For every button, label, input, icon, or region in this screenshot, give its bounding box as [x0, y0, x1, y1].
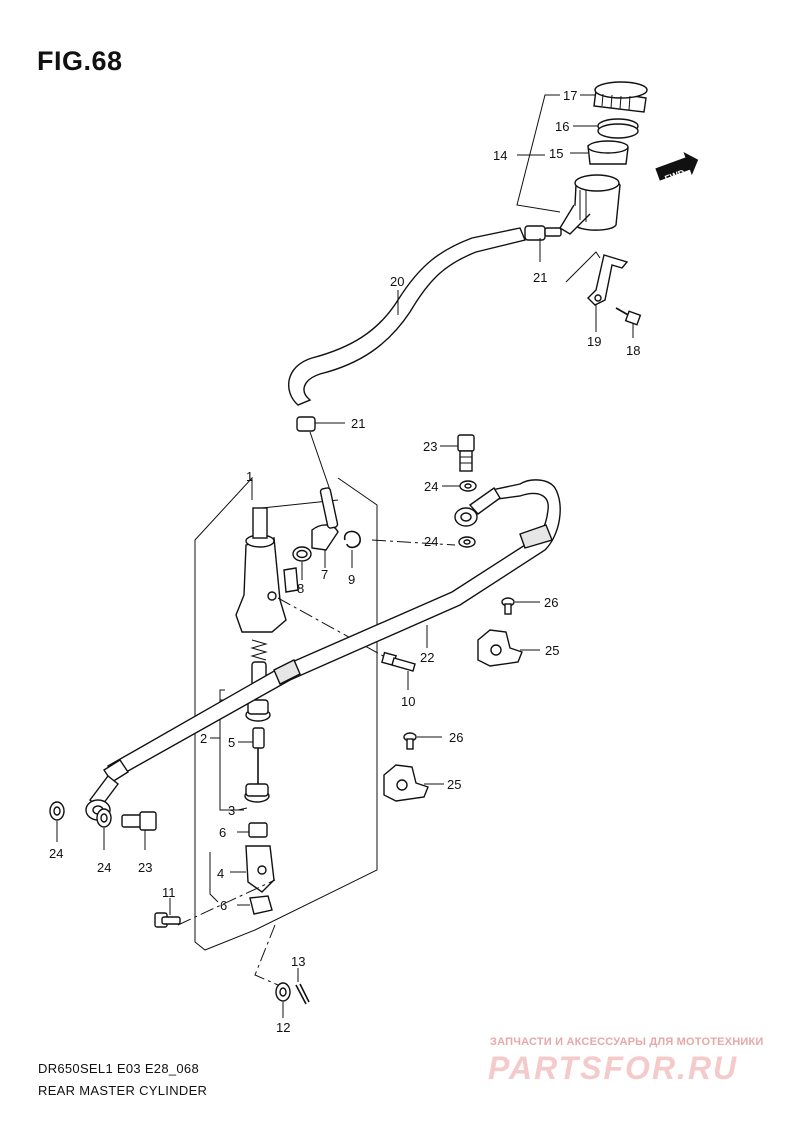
reservoir-body: [559, 174, 621, 235]
hose-sleeve-upper: [519, 524, 553, 549]
leader-3: [237, 807, 248, 811]
callout-24-a: 24: [424, 479, 438, 494]
callout-24-b: 24: [424, 534, 438, 549]
watermark-logo: PARTSFOR.RU: [488, 1050, 739, 1086]
bolt-10-leader: [277, 597, 386, 658]
mounting-bolt-10: [381, 651, 416, 690]
washer-24-d: [96, 808, 112, 850]
callout-1: 1: [246, 469, 253, 484]
callout-18: 18: [626, 343, 640, 358]
callout-15: 15: [549, 146, 563, 161]
reservoir-cap-17: [580, 81, 648, 113]
callout-23-upper: 23: [423, 439, 437, 454]
clevis-4: [209, 845, 275, 903]
callout-23-lower: 23: [138, 860, 152, 875]
banjo-bolt-23-upper: [440, 434, 475, 472]
callout-4: 4: [217, 866, 224, 881]
callout-6-lower: 6: [220, 898, 227, 913]
callout-13: 13: [291, 954, 305, 969]
banjo-bolt-23-lower: [121, 811, 157, 850]
lock-nut-6-upper: [237, 822, 268, 838]
fwd-direction-badge: [655, 152, 699, 181]
callout-24-d: 24: [97, 860, 111, 875]
washer-24-a: [442, 480, 477, 492]
inlet-elbow-7: [311, 487, 339, 568]
cotter-pin-13: [295, 968, 310, 1005]
diaphragm-plate-16: [573, 118, 639, 139]
callout-22: 22: [420, 650, 434, 665]
figure-title: FIG.68: [37, 46, 123, 76]
clevis-pin-11: [154, 898, 181, 928]
callout-12: 12: [276, 1020, 290, 1035]
washer-12: [275, 982, 291, 1018]
clamp-screw-26-lower: [403, 732, 442, 750]
clamp-screw-26-upper: [501, 597, 540, 615]
model-code: DR650SEL1 E03 E28_068: [38, 1061, 199, 1076]
callout-14: 14: [493, 148, 507, 163]
callout-20: 20: [390, 274, 404, 289]
callout-9: 9: [348, 572, 355, 587]
callout-2: 2: [200, 731, 207, 746]
washer-24-b: [371, 536, 476, 548]
callout-26-upper: 26: [544, 595, 558, 610]
reservoir-diaphragm-15: [570, 140, 629, 165]
pin-path-leader: [254, 924, 279, 986]
callout-11: 11: [162, 885, 176, 900]
callout-7: 7: [321, 567, 328, 582]
hose-clip-21-upper: [524, 225, 562, 262]
callout-26-lower: 26: [449, 730, 463, 745]
bracket-2: [219, 689, 244, 811]
callout-21-upper: 21: [533, 270, 547, 285]
hose-clamp-25-upper: [477, 629, 540, 667]
callout-24-c: 24: [49, 846, 63, 861]
callout-10: 10: [401, 694, 415, 709]
pin-11-leader: [177, 879, 276, 926]
banjo-fitting-upper: [454, 486, 501, 527]
hose-sleeve-lower: [103, 659, 301, 783]
reservoir-bracket-14: [516, 94, 561, 213]
callout-5: 5: [228, 735, 235, 750]
watermark-tagline: ЗАПЧАСТИ И АКСЕССУАРЫ ДЛЯ МОТОТЕХНИКИ: [490, 1036, 764, 1048]
reservoir-hose-20: [288, 227, 526, 406]
callout-21-lower: 21: [351, 416, 365, 431]
section-name: REAR MASTER CYLINDER: [38, 1083, 208, 1098]
callout-25-upper: 25: [545, 643, 559, 658]
callout-6-upper: 6: [219, 825, 226, 840]
master-cylinder-body: [235, 499, 339, 633]
callout-17: 17: [563, 88, 577, 103]
mounting-bolt-18: [615, 307, 642, 338]
circlip-9: [343, 530, 361, 568]
lock-nut-6-lower: [237, 895, 273, 915]
piston-assembly: [244, 639, 271, 803]
callout-19: 19: [587, 334, 601, 349]
callout-3: 3: [228, 803, 235, 818]
callout-25-lower: 25: [447, 777, 461, 792]
o-ring-8: [292, 546, 312, 580]
hose-clamp-25-lower: [383, 764, 444, 802]
washer-24-c: [49, 801, 65, 842]
hose-clip-21-lower: [296, 416, 345, 491]
callout-8: 8: [297, 581, 304, 596]
reservoir-bracket-19: [565, 251, 629, 332]
callout-16: 16: [555, 119, 569, 134]
